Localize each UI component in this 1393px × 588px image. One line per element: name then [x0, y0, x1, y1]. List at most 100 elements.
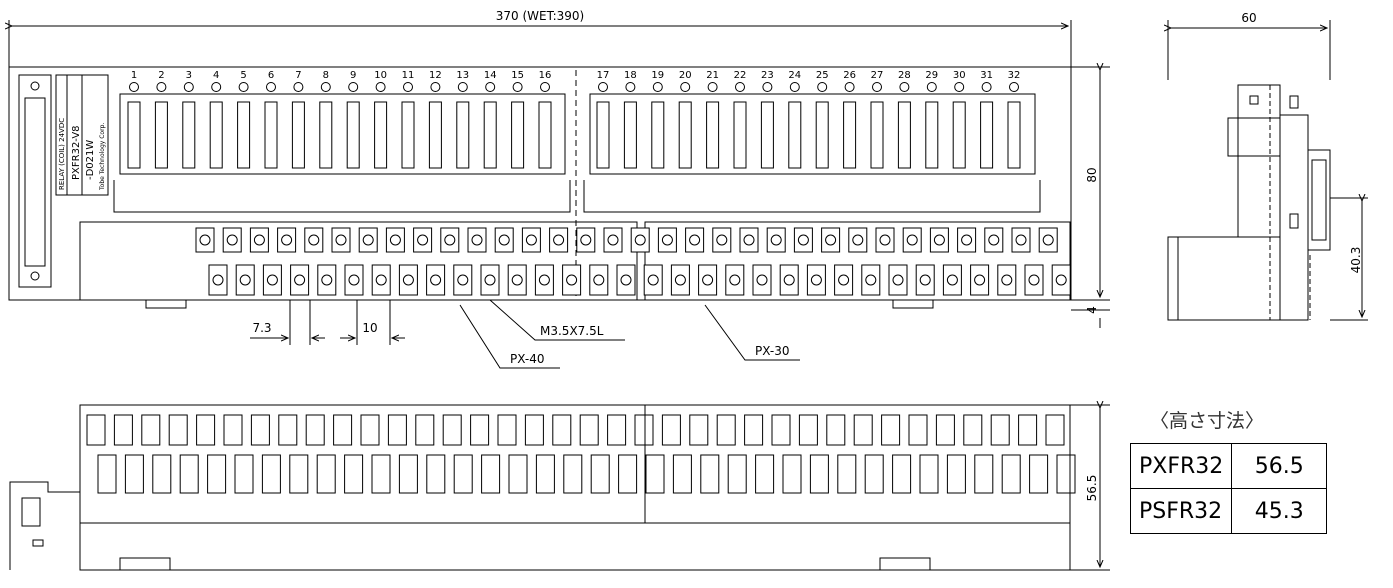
- screw-head: [919, 274, 931, 286]
- relay-slot: [706, 101, 720, 169]
- screw-terminal: [304, 227, 324, 253]
- screw-terminal: [1011, 227, 1031, 253]
- front-terminal-lower: [453, 454, 473, 494]
- front-terminal-upper: [360, 414, 380, 446]
- screw-head: [498, 234, 510, 246]
- screw-head: [444, 234, 456, 246]
- front-terminal-upper: [881, 414, 901, 446]
- screw-head: [702, 274, 714, 286]
- screw-terminal: [576, 227, 596, 253]
- screw-terminals: [195, 227, 1071, 296]
- front-terminal-upper: [250, 414, 270, 446]
- relay-slot: [182, 101, 196, 169]
- screw-head: [716, 234, 728, 246]
- terminal-number: 3: [186, 70, 192, 81]
- front-terminal-upper: [661, 414, 681, 446]
- front-terminal-lower: [261, 454, 281, 494]
- model-cell: PXFR32: [1129, 443, 1233, 489]
- screw-terminal: [208, 264, 228, 296]
- screw-head: [566, 274, 578, 286]
- relay-slot: [401, 101, 415, 169]
- screw-head: [906, 234, 918, 246]
- front-terminal-lower: [837, 454, 857, 494]
- height-80-label: 80: [1085, 167, 1099, 182]
- label-rating: RELAY (COIL) 24VDC: [58, 118, 66, 190]
- screw-terminal: [589, 264, 609, 296]
- screw-terminal: [942, 264, 962, 296]
- screw-head: [743, 234, 755, 246]
- indicator-lamp: [156, 82, 167, 92]
- indicator-lamp: [1009, 82, 1019, 92]
- screw-head: [852, 234, 864, 246]
- front-terminal-upper: [1018, 414, 1038, 446]
- screw-terminal: [766, 227, 786, 253]
- terminal-number: 12: [429, 70, 442, 81]
- relay-slot: [346, 101, 360, 169]
- front-terminal-lower: [124, 454, 144, 494]
- indicator-lamp: [211, 82, 222, 92]
- screw-terminal: [371, 264, 391, 296]
- front-terminal-lower: [289, 454, 309, 494]
- relay-slot: [154, 101, 168, 169]
- indicator-lamp: [625, 82, 636, 92]
- screw-terminal: [222, 227, 242, 253]
- screw-terminal: [562, 264, 582, 296]
- relay-slot: [925, 101, 939, 169]
- relay-sockets: [127, 101, 1021, 169]
- terminal-number: 30: [953, 70, 966, 81]
- terminal-number: 19: [651, 70, 664, 81]
- screw-terminal: [440, 227, 460, 253]
- screw-terminal: [685, 227, 705, 253]
- front-terminal-upper: [744, 414, 764, 446]
- indicator-lamp: [872, 82, 882, 92]
- terminal-number: 32: [1008, 70, 1021, 81]
- screw-head: [674, 274, 686, 286]
- indicator-lamp: [735, 82, 745, 92]
- screw-head: [647, 274, 659, 286]
- front-terminal-upper: [223, 414, 243, 446]
- screw-terminal: [793, 227, 813, 253]
- front-terminal-lower: [316, 454, 336, 494]
- screw-terminal: [712, 227, 732, 253]
- terminal-number: 15: [511, 70, 524, 81]
- indicator-lamp: [817, 82, 828, 92]
- screw-head: [1001, 274, 1013, 286]
- label-model: PXFR32-V8: [71, 125, 82, 180]
- indicator-lamp: [266, 82, 276, 92]
- screw-head: [511, 274, 523, 286]
- front-terminal-lower: [672, 454, 692, 494]
- screw-head: [375, 274, 387, 286]
- screw-head: [607, 234, 619, 246]
- front-terminal-lower: [1001, 454, 1021, 494]
- indicator-lamp: [981, 82, 992, 92]
- screw-head: [335, 234, 347, 246]
- leader-lines: [459, 299, 800, 369]
- terminal-number: 11: [402, 70, 415, 81]
- screw-head: [553, 234, 565, 246]
- relay-slot: [596, 101, 610, 169]
- screw-terminal: [698, 264, 718, 296]
- screw-terminal: [984, 227, 1004, 253]
- front-terminal-upper: [689, 414, 709, 446]
- front-terminal-lower: [234, 454, 254, 494]
- indicator-lamp: [540, 82, 550, 92]
- front-terminal-upper: [798, 414, 818, 446]
- screw-head: [389, 234, 401, 246]
- front-view: [9, 405, 1110, 571]
- terminal-number: 24: [788, 70, 801, 81]
- indicator-lamp: [926, 82, 937, 92]
- front-terminal-lower: [508, 454, 528, 494]
- screw-terminal: [929, 227, 949, 253]
- screw-terminal: [467, 227, 487, 253]
- screw-head: [266, 274, 278, 286]
- front-terminal-lower: [700, 454, 720, 494]
- screw-terminal: [643, 264, 663, 296]
- terminal-number: 28: [898, 70, 911, 81]
- table-row: PSFR32 45.3: [1129, 488, 1328, 534]
- screw-head: [797, 234, 809, 246]
- relay-slot: [374, 101, 388, 169]
- relay-slot: [456, 101, 470, 169]
- front-terminal-lower: [618, 454, 638, 494]
- front-terminal-upper: [853, 414, 873, 446]
